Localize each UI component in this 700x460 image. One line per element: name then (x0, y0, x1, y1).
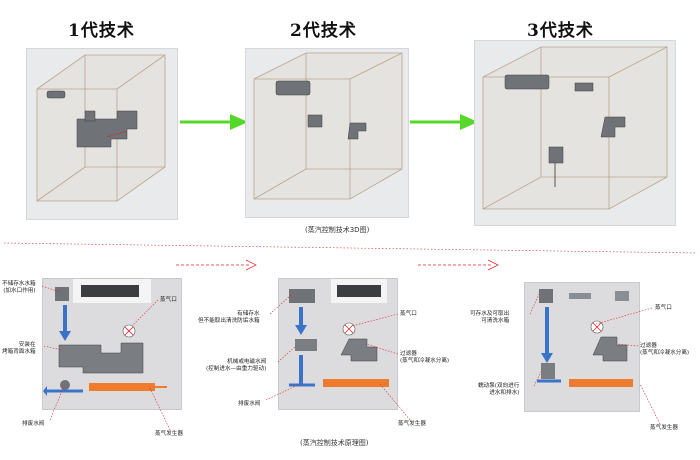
gen3-3d-box (482, 46, 668, 210)
green-arrow-1 (180, 114, 248, 130)
diagram3-panel (524, 282, 640, 412)
d3-label-filter: 过滤器 (蒸气和冷凝水分离) (640, 343, 690, 356)
diagram2-schematic (289, 279, 389, 387)
d1-label-tank: 不储存水水箱 (加水口作用) (2, 281, 36, 294)
gen3-3d-panel (474, 40, 676, 226)
d3-label-tank: 可存水及可取出 可清洗水箱 (470, 311, 510, 324)
dashed-arrow-2 (418, 259, 499, 271)
d1-label-valve: 排废水阀 (22, 421, 45, 427)
gen2-3d-panel (245, 48, 409, 218)
d2-label-solenoid: 机械或电磁水阀 (控制进水—由重力驱动) (206, 359, 267, 372)
green-arrow-2 (410, 114, 478, 130)
diagram1-schematic (43, 279, 167, 396)
d2-label-generator: 蒸气发生器 (398, 421, 426, 427)
diagram3-schematic (537, 289, 633, 387)
d1-label-outlet: 蒸气口 (160, 297, 177, 303)
top-caption: (蒸汽控制技术3D图) (305, 226, 370, 234)
d3-label-pump: 蠕动泵(双向进行 进水和排水) (478, 383, 520, 396)
gen1-3d-panel (26, 48, 178, 220)
bottom-caption: (蒸汽控制技术原理图) (300, 439, 369, 447)
dashed-arrow-1 (176, 259, 257, 271)
gen1-3d-box (36, 54, 166, 202)
d1-label-mount: 安装在 烤箱背面水箱 (2, 342, 36, 355)
section-divider (4, 242, 696, 254)
gen2-title: 2代技术 (290, 21, 357, 41)
d2-label-outlet: 蒸气口 (400, 311, 417, 317)
d2-label-tank: 有储存水 但不能取出清洗防垢水箱 (198, 311, 260, 324)
d1-label-generator: 蒸气发生器 (155, 431, 183, 437)
gen3-title: 3代技术 (527, 21, 594, 41)
d2-label-valve: 排废水阀 (238, 401, 261, 407)
d2-label-filter: 过滤器 (蒸气和冷凝水分离) (400, 351, 450, 364)
gen1-title: 1代技术 (68, 21, 135, 41)
diagram2-panel (278, 278, 398, 410)
d3-label-outlet: 蒸气口 (655, 305, 672, 311)
d3-label-generator: 蒸气发生器 (650, 425, 678, 431)
gen2-3d-box (253, 52, 403, 200)
